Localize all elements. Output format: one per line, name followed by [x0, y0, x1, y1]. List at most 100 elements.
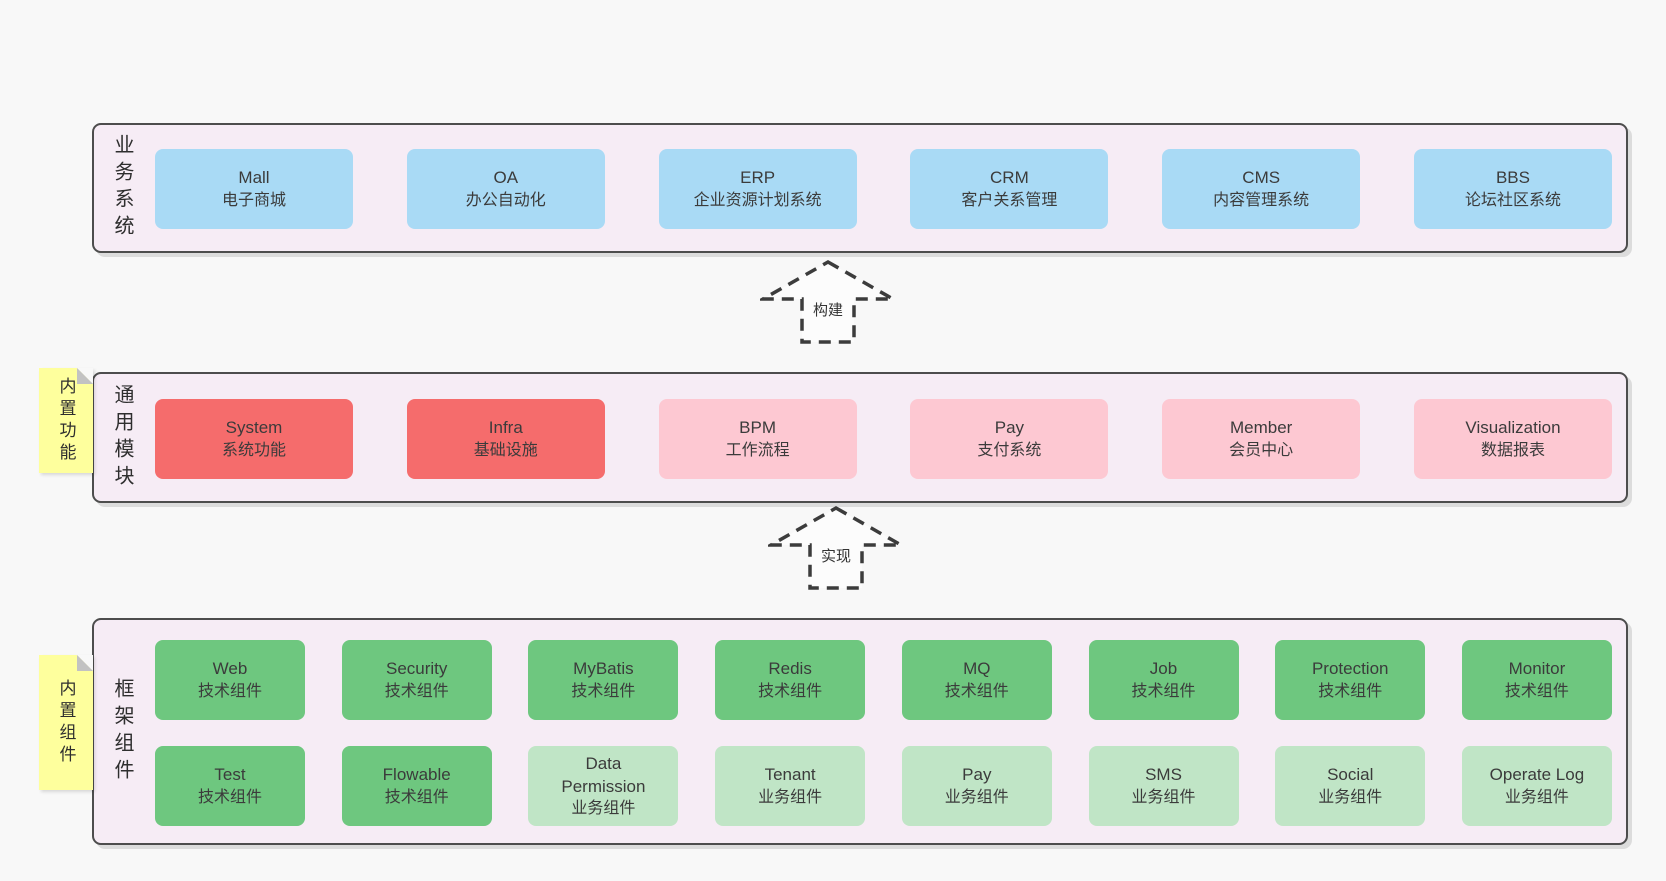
box-name: Pay: [994, 418, 1025, 438]
box-desc: 数据报表: [1480, 441, 1545, 459]
box-name: MyBatis: [573, 659, 634, 679]
box-desc: 技术组件: [1131, 682, 1196, 700]
box-name: Pay: [962, 765, 992, 785]
build-arrow-label: 构建: [809, 299, 847, 320]
folded-corner-icon: [77, 368, 93, 384]
box-mybatis: MyBatis 技术组件: [528, 640, 679, 720]
layer-label-business-systems: 业务系统: [111, 134, 133, 242]
box-desc: 技术组件: [1318, 682, 1383, 700]
box-name: Data Permission: [561, 753, 646, 796]
box-name: Operate Log: [1489, 765, 1585, 785]
box-erp: ERP 企业资源计划系统: [658, 149, 857, 229]
box-desc: 技术组件: [944, 682, 1009, 700]
box-name: CMS: [1242, 168, 1281, 188]
box-monitor: Monitor 技术组件: [1461, 640, 1612, 720]
box-member: Member 会员中心: [1162, 399, 1361, 479]
box-name: Mall: [238, 168, 270, 188]
box-name: BBS: [1495, 168, 1530, 188]
box-name: MQ: [963, 659, 991, 679]
box-mq: MQ 技术组件: [901, 640, 1052, 720]
box-desc: 会员中心: [1229, 441, 1294, 459]
box-name: Protection: [1311, 659, 1389, 679]
box-name: Job: [1149, 659, 1178, 679]
implement-arrow-label: 实现: [817, 545, 855, 566]
sticky-note-builtin-components: 内置组件: [39, 655, 93, 790]
box-oa: OA 办公自动化: [406, 149, 605, 229]
box-name: Web: [212, 659, 248, 679]
box-data-permission: Data Permission 业务组件: [528, 746, 679, 826]
box-infra: Infra 基础设施: [406, 399, 605, 479]
box-desc: 支付系统: [977, 441, 1042, 459]
box-desc: 业务组件: [944, 788, 1009, 806]
box-flowable: Flowable 技术组件: [341, 746, 492, 826]
box-desc: 技术组件: [384, 682, 449, 700]
box-protection: Protection 技术组件: [1275, 640, 1426, 720]
box-visualization: Visualization 数据报表: [1413, 399, 1612, 479]
box-desc: 企业资源计划系统: [693, 191, 822, 209]
box-desc: 技术组件: [758, 682, 823, 700]
box-desc: 论坛社区系统: [1464, 191, 1561, 209]
box-test: Test 技术组件: [155, 746, 305, 826]
box-name: Member: [1230, 418, 1293, 438]
box-desc: 业务组件: [1131, 788, 1196, 806]
box-name: Monitor: [1508, 659, 1566, 679]
box-desc: 业务组件: [1318, 788, 1383, 806]
box-desc: 技术组件: [384, 788, 449, 806]
box-desc: 基础设施: [473, 441, 538, 459]
box-name: Test: [214, 765, 246, 785]
box-mall: Mall 电子商城: [155, 149, 353, 229]
box-desc: 业务组件: [758, 788, 823, 806]
box-desc: 技术组件: [197, 682, 262, 700]
box-web: Web 技术组件: [155, 640, 305, 720]
box-name: Flowable: [382, 765, 451, 785]
sticky-note-text: 内置组件: [56, 678, 76, 767]
box-name: Visualization: [1465, 418, 1561, 438]
box-desc: 内容管理系统: [1213, 191, 1310, 209]
box-desc: 工作流程: [725, 441, 790, 459]
folded-corner-icon: [77, 655, 93, 671]
layer-label-common-modules: 通用模块: [111, 383, 133, 492]
box-name: OA: [493, 168, 519, 188]
box-desc: 技术组件: [571, 682, 636, 700]
box-desc: 业务组件: [571, 800, 636, 818]
sticky-note-builtin-features: 内置功能: [39, 368, 93, 473]
box-pay: Pay 业务组件: [901, 746, 1052, 826]
box-system: System 系统功能: [155, 399, 353, 479]
box-name: SMS: [1145, 765, 1182, 785]
box-desc: 技术组件: [1504, 682, 1569, 700]
box-name: Redis: [768, 659, 812, 679]
box-cms: CMS 内容管理系统: [1162, 149, 1361, 229]
box-name: System: [225, 418, 283, 438]
box-desc: 办公自动化: [465, 191, 546, 209]
build-arrow: 构建: [760, 259, 896, 345]
box-name: Infra: [488, 418, 523, 438]
box-name: Tenant: [764, 765, 816, 785]
box-name: Social: [1327, 765, 1374, 785]
box-bbs: BBS 论坛社区系统: [1413, 149, 1612, 229]
box-sms: SMS 业务组件: [1088, 746, 1239, 826]
box-social: Social 业务组件: [1275, 746, 1426, 826]
box-tenant: Tenant 业务组件: [715, 746, 866, 826]
layer-label-framework-components: 框架组件: [111, 677, 133, 786]
box-job: Job 技术组件: [1088, 640, 1239, 720]
box-desc: 客户关系管理: [961, 191, 1058, 209]
implement-arrow: 实现: [768, 505, 904, 591]
box-redis: Redis 技术组件: [715, 640, 866, 720]
box-desc: 业务组件: [1504, 788, 1569, 806]
box-desc: 电子商城: [221, 191, 286, 209]
box-desc: 技术组件: [197, 788, 262, 806]
box-name: ERP: [740, 168, 776, 188]
box-operate-log: Operate Log 业务组件: [1461, 746, 1612, 826]
box-desc: 系统功能: [221, 441, 286, 459]
box-pay: Pay 支付系统: [910, 399, 1109, 479]
